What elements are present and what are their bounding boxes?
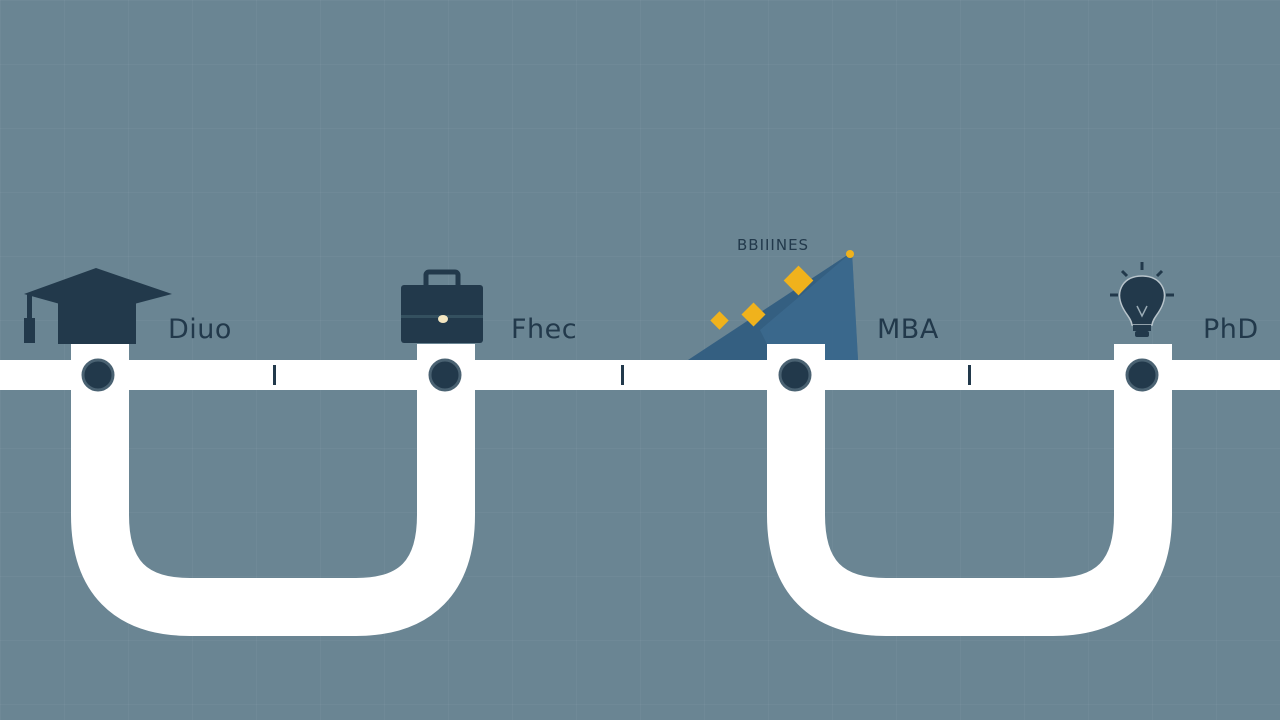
track-loop-right bbox=[767, 344, 1172, 636]
milestone-label-3: MBA bbox=[877, 314, 939, 345]
timeline-track bbox=[0, 360, 1280, 390]
briefcase-icon bbox=[401, 269, 483, 343]
growth-caption: BBIIINES bbox=[737, 236, 809, 254]
milestone-node-4 bbox=[1125, 358, 1159, 392]
milestone-label-4: PhD bbox=[1203, 314, 1259, 345]
milestone-node-1 bbox=[81, 358, 115, 392]
milestone-node-2 bbox=[428, 358, 462, 392]
graduation-cap-icon bbox=[24, 268, 172, 344]
track-tick bbox=[621, 365, 624, 385]
track-tick bbox=[968, 365, 971, 385]
track-tick bbox=[273, 365, 276, 385]
milestone-label-2: Fhec bbox=[511, 314, 577, 345]
growth-wedge-shade bbox=[760, 252, 858, 360]
milestone-node-3 bbox=[778, 358, 812, 392]
lightbulb-icon bbox=[1110, 262, 1174, 337]
track-loop-left bbox=[71, 344, 475, 636]
milestone-label-1: Diuo bbox=[168, 314, 232, 345]
